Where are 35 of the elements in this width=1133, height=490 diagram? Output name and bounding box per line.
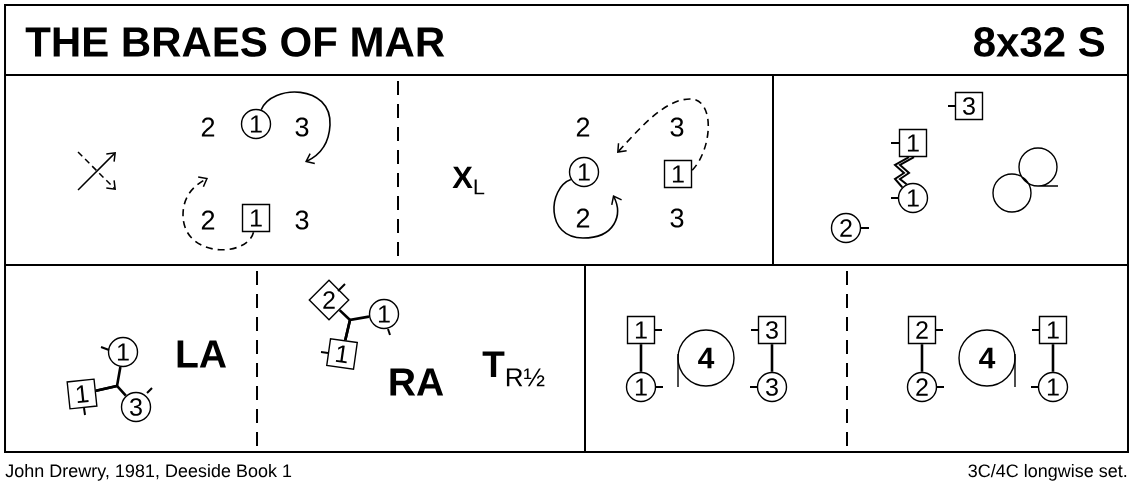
position-number: 2 bbox=[576, 117, 590, 137]
position-number: 3 bbox=[295, 210, 309, 230]
zigzag-line bbox=[893, 156, 915, 189]
figure-label: T$_{R½}$ bbox=[482, 351, 545, 387]
dancer-square: 3 bbox=[954, 91, 984, 121]
dancer-square: 1 bbox=[241, 203, 271, 233]
title: THE BRAES OF MAR bbox=[25, 27, 445, 57]
curved-arrow bbox=[260, 91, 331, 165]
position-number: 3 bbox=[670, 208, 684, 228]
position-number: 3 bbox=[295, 117, 309, 137]
position-number: 2 bbox=[201, 117, 215, 137]
format-label: 8x32 S bbox=[974, 27, 1105, 57]
connector-line bbox=[770, 344, 774, 372]
connector-line bbox=[338, 309, 352, 341]
position-number: 2 bbox=[201, 210, 215, 230]
dancer-square: 2 bbox=[907, 315, 937, 345]
dancer-square: 1 bbox=[626, 315, 656, 345]
curved-arrow bbox=[182, 176, 255, 251]
connector-line bbox=[639, 344, 643, 372]
dancer-square: 1 bbox=[1038, 315, 1068, 345]
connector-line bbox=[920, 344, 924, 372]
figure-label: RA bbox=[390, 368, 444, 396]
credit-text: John Drewry, 1981, Deeside Book 1 bbox=[5, 463, 292, 481]
connector-line bbox=[1051, 344, 1055, 372]
curved-arrow bbox=[617, 98, 710, 171]
position-number: 2 bbox=[576, 208, 590, 228]
dancer-square: 1 bbox=[898, 128, 928, 158]
dancer-square: 3 bbox=[757, 315, 787, 345]
set-note: 3C/4C longwise set. bbox=[968, 463, 1127, 481]
figure-label: LA bbox=[177, 340, 226, 368]
curved-arrow bbox=[553, 178, 623, 239]
position-number: 3 bbox=[670, 117, 684, 137]
figure-label: X$_{L}$ bbox=[452, 166, 485, 195]
connector-line bbox=[95, 384, 127, 397]
dancer-square: 1 bbox=[663, 159, 693, 189]
